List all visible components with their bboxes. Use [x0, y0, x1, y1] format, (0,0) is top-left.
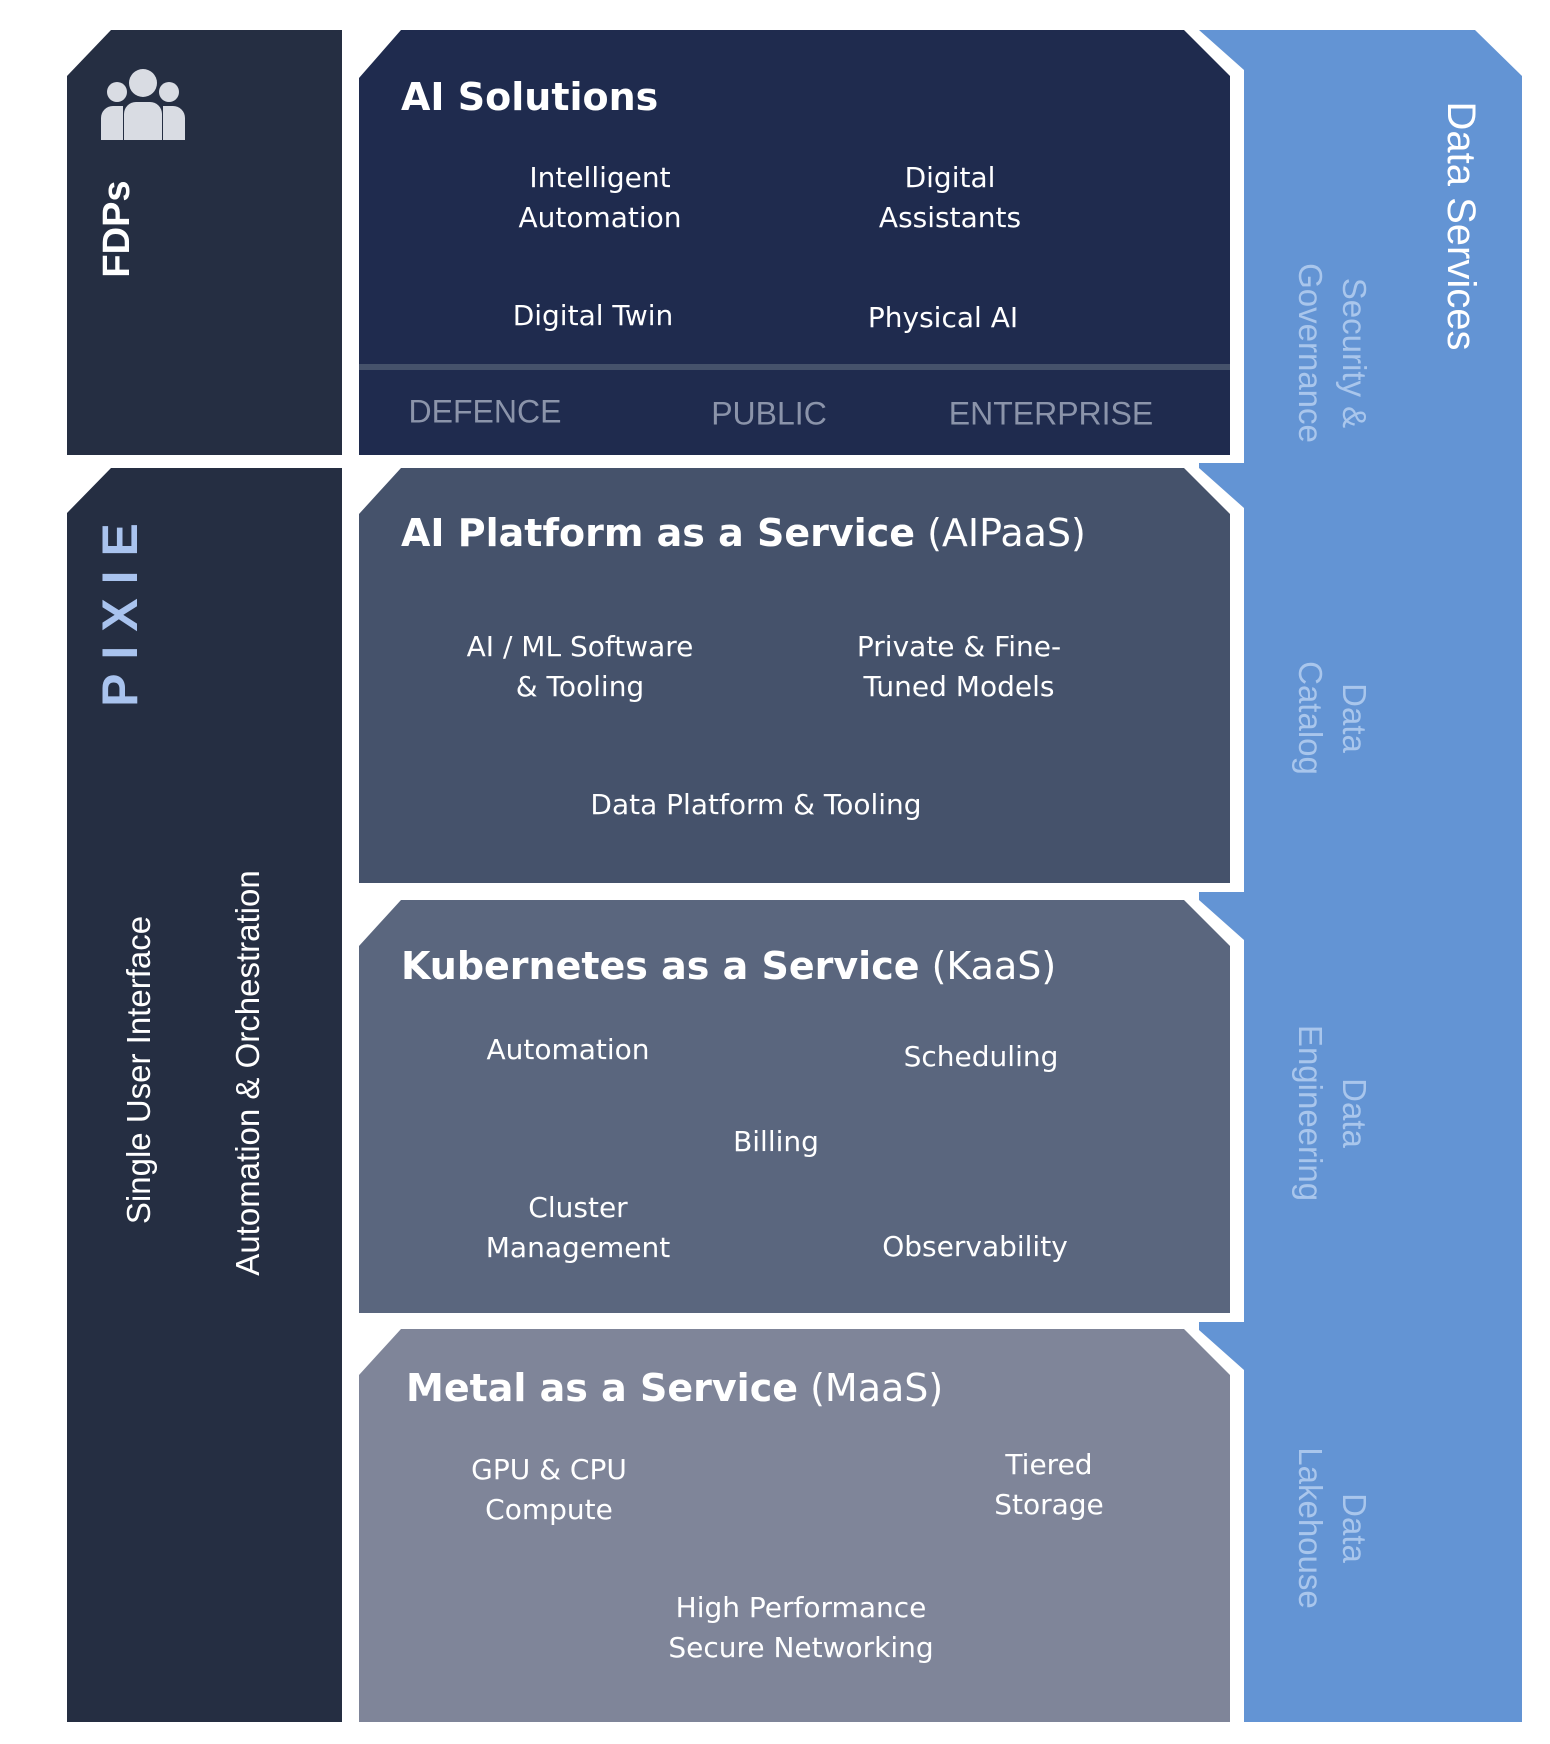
maas-title: Metal as a Service (MaaS)	[406, 1366, 943, 1410]
item-digital-twin: Digital Twin	[512, 299, 674, 332]
single-user-interface-label: Single User Interface	[120, 915, 157, 1225]
data-security-governance: Security & Governance	[1292, 263, 1373, 443]
ai-solutions-title: AI Solutions	[401, 75, 658, 119]
item-scheduling: Scheduling	[903, 1040, 1059, 1073]
aipaas-title-abbr: (AIPaaS)	[927, 511, 1086, 555]
aipaas-title: AI Platform as a Service (AIPaaS)	[401, 511, 1086, 555]
maas-title-bold: Metal as a Service	[406, 1366, 798, 1410]
kaas-title: Kubernetes as a Service (KaaS)	[401, 944, 1056, 988]
pixie-panel	[67, 468, 342, 1722]
maas-panel	[359, 1329, 1230, 1722]
maas-title-abbr: (MaaS)	[810, 1366, 944, 1410]
ai-solutions-title-text: AI Solutions	[401, 75, 659, 119]
item-data-platform: Data Platform & Tooling	[590, 788, 922, 821]
kaas-title-abbr: (KaaS)	[931, 944, 1057, 988]
item-cluster-management: Cluster Management	[485, 1191, 671, 1264]
item-automation: Automation	[486, 1033, 650, 1066]
fdps-label: FDPs	[96, 180, 138, 278]
item-physical-ai: Physical AI	[867, 301, 1019, 334]
people-group-icon	[101, 69, 185, 140]
ai-solutions-panel	[359, 30, 1230, 455]
item-observability: Observability	[882, 1230, 1068, 1263]
item-networking: High Performance Secure Networking	[668, 1591, 934, 1664]
automation-orchestration-label: Automation & Orchestration	[229, 870, 266, 1276]
item-gpu-cpu-compute: GPU & CPU Compute	[471, 1453, 627, 1526]
sector-divider	[359, 364, 1230, 370]
item-tiered-storage: Tiered Storage	[994, 1448, 1104, 1521]
aipaas-panel	[359, 468, 1230, 883]
sector-defence: DEFENCE	[408, 393, 562, 430]
item-ai-ml-software: AI / ML Software & Tooling	[466, 630, 694, 703]
kaas-title-bold: Kubernetes as a Service	[401, 944, 920, 988]
item-intelligent-automation: Intelligent Automation	[518, 161, 682, 234]
pixie-logo: PIXIE	[92, 509, 148, 707]
data-engineering: Data Engineering	[1292, 1024, 1373, 1202]
sector-public: PUBLIC	[711, 395, 827, 432]
item-private-models: Private & Fine- Tuned Models	[856, 630, 1062, 703]
aipaas-title-bold: AI Platform as a Service	[401, 511, 916, 555]
data-services-column	[1199, 30, 1522, 1722]
data-lakehouse: Data Lakehouse	[1292, 1447, 1373, 1609]
kaas-panel	[359, 900, 1230, 1313]
item-digital-assistants: Digital Assistants	[878, 161, 1022, 234]
data-services-title: Data Services	[1439, 101, 1483, 351]
data-catalog: Data Catalog	[1292, 661, 1373, 775]
item-billing: Billing	[733, 1125, 819, 1158]
sector-enterprise: ENTERPRISE	[948, 395, 1154, 432]
